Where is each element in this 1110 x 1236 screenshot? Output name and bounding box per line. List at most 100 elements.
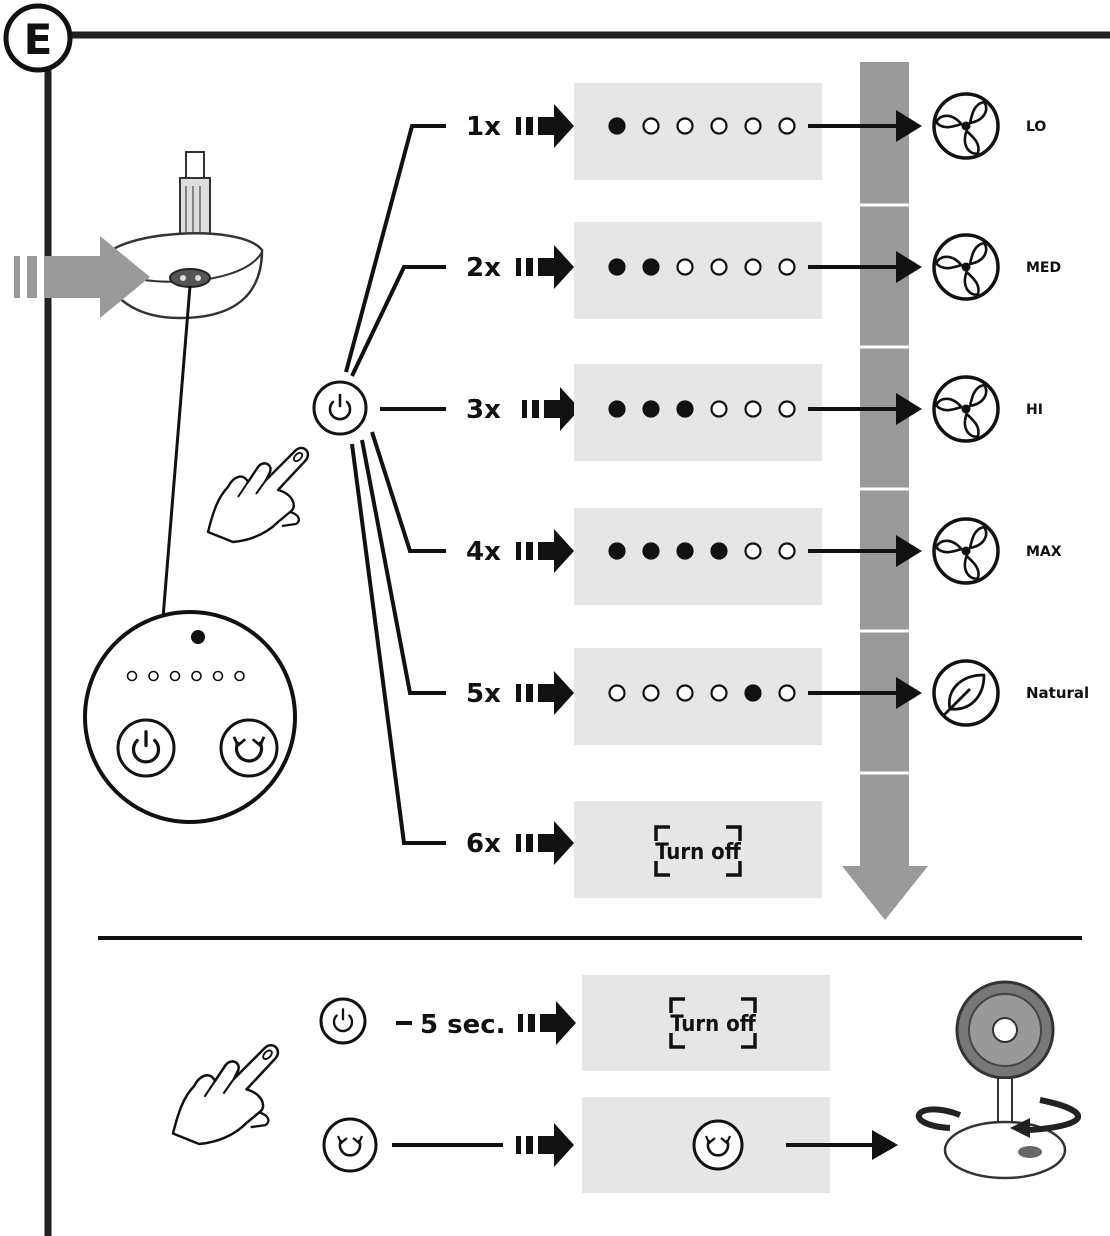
press-arrow-icon (516, 821, 574, 865)
panel-top-led (191, 630, 205, 644)
fan-icon (934, 94, 998, 158)
mode-label: MAX (1026, 544, 1062, 560)
led-indicator (642, 684, 660, 702)
led-indicator (710, 684, 728, 702)
led-indicator (676, 684, 694, 702)
led-indicator (744, 258, 762, 276)
oscillate-row (322, 1097, 898, 1193)
press-count: 5x (466, 679, 501, 709)
led-indicator (710, 117, 728, 135)
led-indicator (676, 542, 694, 560)
result-box (574, 801, 822, 898)
mode-label: LO (1026, 119, 1046, 135)
oscillating-fan-illustration (915, 980, 1082, 1180)
step-row-2: 2x MED (466, 222, 1061, 319)
panel-led (234, 670, 245, 682)
panel-led (191, 670, 202, 682)
fan-icon (934, 235, 998, 299)
led-indicator (642, 258, 660, 276)
led-indicator (642, 117, 660, 135)
branch-line (360, 439, 446, 695)
branch-line (350, 443, 446, 845)
led-indicator (710, 258, 728, 276)
press-branch-lines (344, 124, 446, 845)
step-row-3: 3x HI (466, 364, 1043, 461)
hold-result-box (582, 975, 830, 1071)
hold-row: 5 sec. Turn off (319, 975, 830, 1071)
led-indicator (744, 117, 762, 135)
panel-led (212, 670, 224, 682)
mode-label: Natural (1026, 684, 1089, 702)
led-indicator (642, 542, 660, 560)
hand-icon (206, 446, 310, 544)
led-indicator (608, 117, 626, 135)
rotate-icon (692, 1119, 744, 1171)
led-indicator (710, 542, 728, 560)
panel-led (148, 670, 159, 682)
mode-label: MED (1026, 260, 1061, 276)
step-row-4: 4x MAX (466, 508, 1062, 605)
branch-line (350, 265, 446, 377)
fan-icon (934, 519, 998, 583)
led-indicator (608, 542, 626, 560)
power-button[interactable] (312, 380, 368, 436)
led-indicator (676, 400, 694, 418)
hold-duration: 5 sec. (420, 1010, 506, 1040)
leaf-icon (932, 659, 1000, 727)
led-indicator (778, 542, 796, 560)
hold-result: Turn off (670, 1012, 757, 1037)
press-arrow-icon (522, 387, 580, 431)
led-indicator (778, 117, 796, 135)
led-indicator (676, 258, 694, 276)
led-indicator (608, 684, 626, 702)
led-indicator (778, 400, 796, 418)
section-letter: E (24, 15, 53, 64)
branch-line (344, 124, 446, 373)
press-count: 3x (466, 395, 501, 425)
panel-rotate-button[interactable] (219, 718, 279, 778)
fan-icon (934, 377, 998, 441)
hand-icon (171, 1043, 280, 1146)
fan-base-illustration (14, 151, 264, 320)
led-indicator (642, 400, 660, 418)
press-arrow-icon (516, 104, 574, 148)
branch-line (370, 431, 446, 553)
led-indicator (676, 117, 694, 135)
sequence-arrow (842, 62, 928, 920)
control-panel (83, 610, 297, 824)
led-indicator (608, 400, 626, 418)
turn-off-label: Turn off (655, 840, 742, 865)
step-rows: 1x LO 2x MED 3x HI 4x MAX 5x Natural 6x Turn off (466, 83, 1089, 898)
led-indicator (710, 400, 728, 418)
panel-led (169, 670, 181, 682)
press-arrow-icon (516, 245, 574, 289)
panel-power-button[interactable] (116, 718, 176, 778)
oscillate-button[interactable] (322, 1117, 378, 1173)
press-arrow-icon (518, 1001, 576, 1045)
section-badge (3, 3, 73, 73)
led-indicator (744, 400, 762, 418)
step-row-6: 6x Turn off (466, 801, 822, 898)
panel-led-row (126, 670, 245, 682)
press-arrow-icon (516, 1123, 574, 1167)
led-indicator (778, 684, 796, 702)
frame: E (3, 3, 1110, 1236)
press-count: 2x (466, 253, 501, 283)
press-count: 4x (466, 537, 501, 567)
press-arrow-icon (516, 671, 574, 715)
panel-pointer-line (161, 285, 192, 619)
led-indicator (608, 258, 626, 276)
press-arrow-icon (516, 529, 574, 573)
step-row-5: 5x Natural (466, 648, 1089, 745)
led-indicator (744, 542, 762, 560)
step-row-1: 1x LO (466, 83, 1046, 180)
hold-power-button[interactable] (319, 997, 367, 1045)
led-indicator (744, 684, 762, 702)
led-indicator (778, 258, 796, 276)
press-count: 6x (466, 829, 501, 859)
press-count: 1x (466, 112, 501, 142)
panel-led (126, 670, 138, 682)
mode-label: HI (1026, 402, 1043, 418)
